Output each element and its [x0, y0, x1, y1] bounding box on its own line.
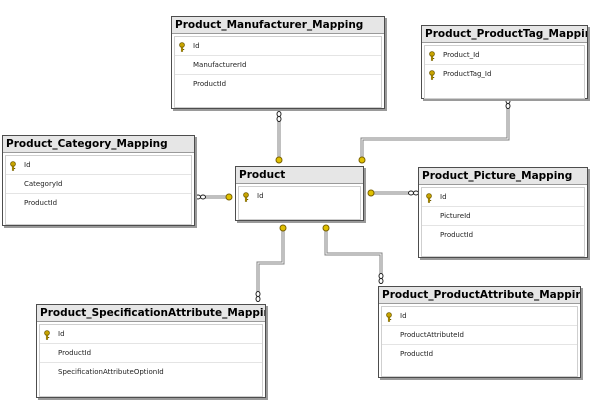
column-row-productid[interactable]: ProductId — [6, 194, 191, 212]
table-title[interactable]: Product_Category_Mapping — [3, 136, 194, 153]
column-list: Id — [238, 186, 361, 220]
table-title[interactable]: Product — [236, 167, 363, 184]
column-row-categoryid[interactable]: CategoryId — [6, 175, 191, 194]
relationship-manufacturer-product[interactable] — [276, 111, 282, 159]
column-name: ProductAttributeId — [400, 331, 464, 339]
primary-key-icon — [424, 192, 434, 203]
primary-key-icon — [8, 160, 18, 171]
table-product-manufacturer-mapping[interactable]: Product_Manufacturer_Mapping Id Manufact… — [171, 16, 385, 109]
column-row-productid[interactable]: ProductId — [382, 345, 577, 363]
column-row-producttag-id[interactable]: ProductTag_Id — [425, 65, 584, 83]
relationship-attribute-product[interactable] — [324, 230, 384, 284]
table-title[interactable]: Product_Picture_Mapping — [419, 168, 587, 185]
column-name: Product_Id — [443, 51, 480, 59]
table-title[interactable]: Product_Manufacturer_Mapping — [172, 17, 384, 34]
table-product-productattribute-mapping[interactable]: Product_ProductAttribute_Mapping Id Prod… — [378, 286, 581, 378]
column-row-productid[interactable]: ProductId — [422, 226, 584, 244]
table-product-picture-mapping[interactable]: Product_Picture_Mapping Id PictureId Pro… — [418, 167, 588, 258]
column-row-id[interactable]: Id — [175, 37, 381, 56]
column-list: Id ProductId SpecificationAttributeOptio… — [39, 324, 263, 397]
column-name: ProductId — [58, 349, 92, 357]
primary-key-icon — [42, 329, 52, 340]
column-list: Product_Id ProductTag_Id — [424, 45, 585, 99]
column-list: Id ManufacturerId ProductId — [174, 36, 382, 108]
column-name: ProductTag_Id — [443, 70, 492, 78]
relationship-picture-product[interactable] — [372, 190, 419, 196]
column-name: ProductId — [24, 199, 58, 207]
column-name: Id — [193, 42, 200, 50]
column-list: Id ProductAttributeId ProductId — [381, 306, 578, 377]
table-product-category-mapping[interactable]: Product_Category_Mapping Id CategoryId P… — [2, 135, 195, 226]
column-row-id[interactable]: Id — [239, 187, 360, 205]
column-name: PictureId — [440, 212, 471, 220]
table-title[interactable]: Product_ProductAttribute_Mapping — [379, 287, 580, 304]
relationship-spec-product[interactable] — [255, 230, 285, 302]
column-name: CategoryId — [24, 180, 63, 188]
table-product[interactable]: Product Id — [235, 166, 364, 221]
column-row-id[interactable]: Id — [40, 325, 262, 344]
column-row-manufacturerid[interactable]: ManufacturerId — [175, 56, 381, 75]
table-product-specificationattribute-mapping[interactable]: Product_SpecificationAttribute_Mapping I… — [36, 304, 266, 398]
column-row-product-id[interactable]: Product_Id — [425, 46, 584, 65]
table-title[interactable]: Product_SpecificationAttribute_Mapping — [37, 305, 265, 322]
primary-key-icon — [384, 311, 394, 322]
column-name: ProductId — [400, 350, 434, 358]
table-title[interactable]: Product_ProductTag_Mapping — [422, 26, 587, 43]
column-list: Id CategoryId ProductId — [5, 155, 192, 225]
column-name: ProductId — [440, 231, 474, 239]
column-name: Id — [400, 312, 407, 320]
primary-key-icon — [427, 50, 437, 61]
table-product-producttag-mapping[interactable]: Product_ProductTag_Mapping Product_Id Pr… — [421, 25, 588, 99]
primary-key-icon — [241, 191, 251, 202]
column-name: Id — [257, 192, 264, 200]
column-row-pictureid[interactable]: PictureId — [422, 207, 584, 226]
column-list: Id PictureId ProductId — [421, 187, 585, 257]
column-name: ManufacturerId — [193, 61, 247, 69]
column-name: ProductId — [193, 80, 227, 88]
column-row-specificationattributeoptionid[interactable]: SpecificationAttributeOptionId — [40, 363, 262, 381]
primary-key-icon — [427, 69, 437, 80]
column-row-id[interactable]: Id — [6, 156, 191, 175]
primary-key-icon — [177, 41, 187, 52]
column-name: Id — [24, 161, 31, 169]
column-row-id[interactable]: Id — [382, 307, 577, 326]
key-end-icon — [225, 156, 375, 232]
column-name: Id — [440, 193, 447, 201]
relationship-category-product[interactable] — [195, 194, 227, 200]
column-name: Id — [58, 330, 65, 338]
column-row-productattributeid[interactable]: ProductAttributeId — [382, 326, 577, 345]
column-row-productid[interactable]: ProductId — [175, 75, 381, 93]
column-name: SpecificationAttributeOptionId — [58, 368, 164, 376]
column-row-id[interactable]: Id — [422, 188, 584, 207]
column-row-productid[interactable]: ProductId — [40, 344, 262, 363]
